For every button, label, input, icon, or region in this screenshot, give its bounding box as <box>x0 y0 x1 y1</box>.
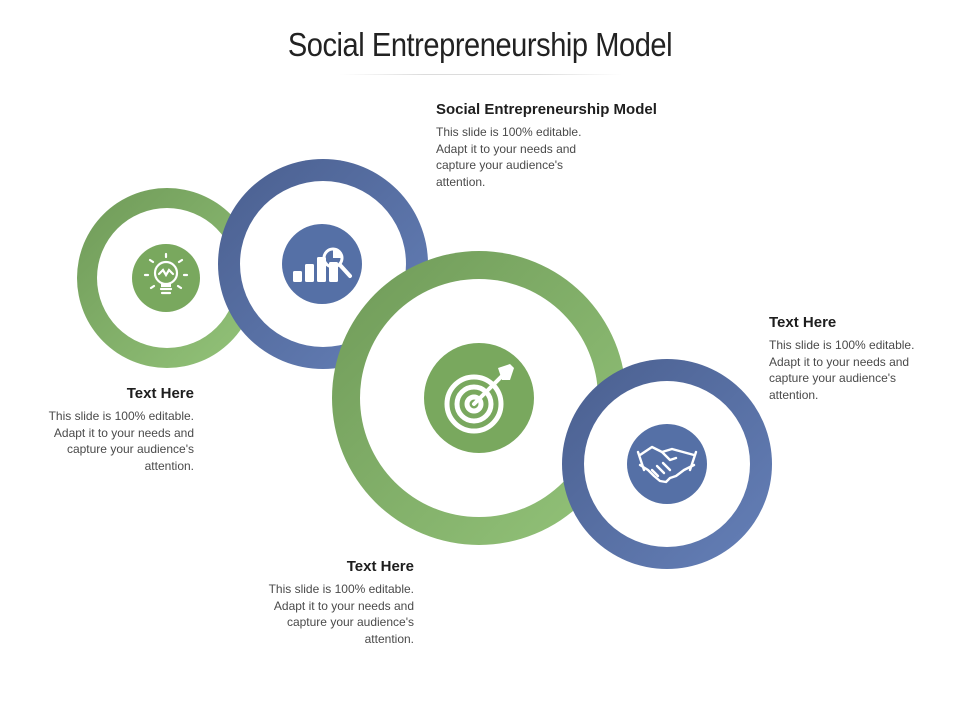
text-block-top-heading: Social Entrepreneurship Model <box>436 101 657 118</box>
text-block-left: Text Here This slide is 100% editable. A… <box>44 385 194 474</box>
handshake-icon <box>627 424 707 504</box>
text-block-right: Text Here This slide is 100% editable. A… <box>769 314 919 403</box>
text-block-top-body: This slide is 100% editable. Adapt it to… <box>436 125 582 189</box>
text-block-bottom: Text Here This slide is 100% editable. A… <box>264 558 414 647</box>
text-block-bottom-heading: Text Here <box>346 558 414 575</box>
text-block-right-body: This slide is 100% editable. Adapt it to… <box>769 338 915 402</box>
text-block-top: Social Entrepreneurship Model This slide… <box>436 101 686 190</box>
lightbulb-icon <box>132 244 200 312</box>
text-block-bottom-body: This slide is 100% editable. Adapt it to… <box>268 582 414 646</box>
title-divider <box>340 74 622 75</box>
target-arrow-icon <box>424 343 534 453</box>
page-title: Social Entrepreneurship Model <box>287 26 673 63</box>
text-block-right-heading: Text Here <box>769 314 837 331</box>
text-block-left-body: This slide is 100% editable. Adapt it to… <box>48 409 194 473</box>
text-block-left-heading: Text Here <box>126 385 194 402</box>
bar-chart-magnifier-icon <box>282 224 362 304</box>
